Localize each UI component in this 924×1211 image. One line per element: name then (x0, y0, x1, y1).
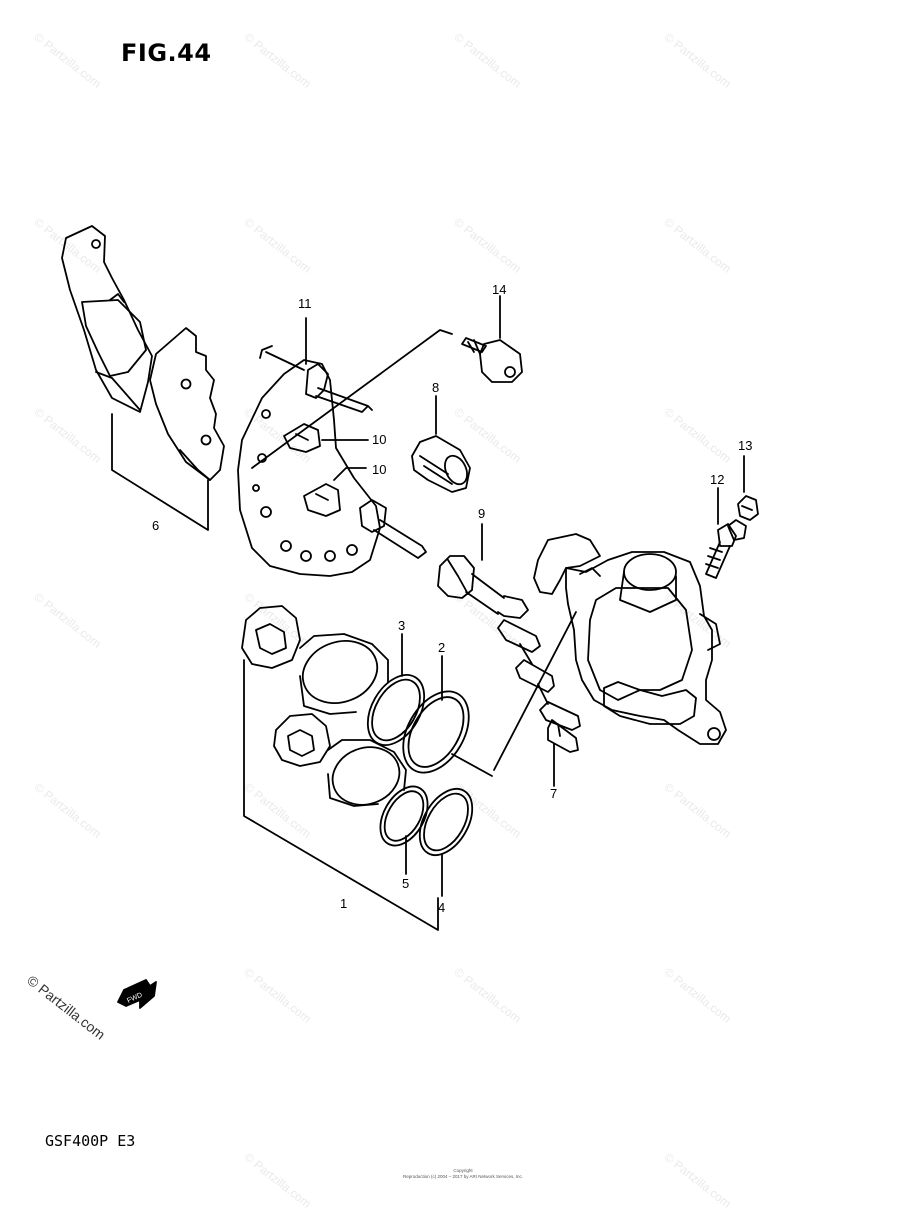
caliper-holder[interactable] (237, 345, 427, 577)
bleeder-cap[interactable] (737, 495, 759, 521)
callout-3[interactable]: 3 (398, 618, 405, 633)
callout-8[interactable]: 8 (432, 380, 439, 395)
clip[interactable] (303, 483, 341, 517)
callout-12[interactable]: 12 (710, 472, 724, 487)
copyright-line-1: Copyright (453, 1168, 473, 1173)
sleeve-pin[interactable] (437, 555, 529, 619)
callout-10-upper[interactable]: 10 (372, 432, 386, 447)
brake-pad-set[interactable] (61, 225, 225, 481)
seal-large[interactable] (390, 680, 482, 784)
callout-11[interactable]: 11 (298, 296, 312, 311)
callout-6[interactable]: 6 (152, 518, 159, 533)
copyright-line-2: Reproduction (c) 2004 – 2017 by ARI Netw… (402, 1174, 524, 1179)
callout-13[interactable]: 13 (738, 438, 752, 453)
callout-leader-14 (251, 295, 501, 469)
model-code: GSF400P E3 (45, 1132, 136, 1150)
figure-title: FIG.44 (121, 39, 212, 67)
callout-leader-10 (321, 439, 369, 481)
callout-14[interactable]: 14 (492, 282, 506, 297)
callout-2[interactable]: 2 (438, 640, 445, 655)
callout-9[interactable]: 9 (478, 506, 485, 521)
callout-4[interactable]: 4 (438, 900, 445, 915)
caliper-piston[interactable] (273, 713, 408, 814)
boot[interactable] (411, 435, 471, 493)
callout-labels: 11 14 8 10 10 13 12 9 6 3 2 7 5 1 4 (152, 282, 752, 915)
callout-leader-7 (493, 611, 577, 787)
callout-1[interactable]: 1 (340, 896, 347, 911)
callout-5[interactable]: 5 (402, 876, 409, 891)
fwd-arrow-icon: FWD (117, 979, 157, 1009)
pad-spring[interactable] (497, 619, 581, 753)
callout-leader-1 (243, 659, 439, 931)
callout-leader-2 (441, 655, 493, 777)
bleeder-valve[interactable] (705, 519, 747, 579)
caliper-piston[interactable] (241, 605, 389, 715)
seal-small[interactable] (409, 780, 483, 864)
callout-7[interactable]: 7 (550, 786, 557, 801)
seal-small[interactable] (371, 778, 438, 853)
callout-leader-6 (111, 413, 209, 531)
callout-10-lower[interactable]: 10 (372, 462, 386, 477)
clip[interactable] (283, 423, 321, 453)
copyright-notice: Copyright Reproduction (c) 2004 – 2017 b… (398, 1168, 528, 1180)
seal-large[interactable] (356, 665, 436, 755)
mounting-bolt[interactable] (461, 337, 523, 383)
caliper-body[interactable] (533, 533, 727, 745)
